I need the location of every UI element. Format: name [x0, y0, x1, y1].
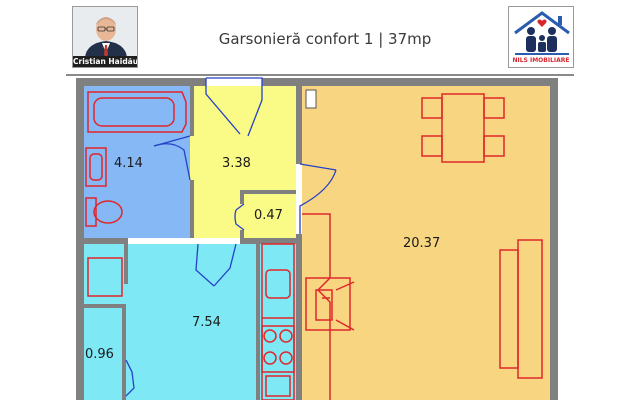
dining-table-icon — [421, 93, 505, 163]
window-icon — [305, 89, 317, 109]
agent-photo: Cristian Haidău — [72, 6, 138, 68]
doors — [125, 77, 337, 397]
page-title: Garsonieră confort 1 | 37mp — [218, 30, 432, 48]
area-label-closet: 0.96 — [85, 347, 114, 362]
area-label-living-room: 20.37 — [403, 236, 440, 251]
brand-logo: NILS IMOBILIARE — [508, 6, 574, 68]
fixtures — [85, 91, 543, 400]
kitchen-counter-icon — [261, 243, 295, 400]
area-label-hallway: 3.38 — [222, 156, 251, 171]
closet-door-icon — [125, 359, 135, 397]
entrance-door-icon — [205, 77, 263, 137]
fridge-icon — [87, 257, 123, 297]
walls — [76, 78, 558, 400]
brand-name: NILS IMOBILIARE — [512, 57, 570, 64]
bathtub-icon — [87, 91, 187, 133]
family-house-icon — [514, 11, 570, 55]
bathroom-door-icon — [153, 135, 191, 181]
area-label-bathroom: 4.14 — [114, 156, 143, 171]
room-living-room — [302, 86, 550, 400]
plan-header: Cristian Haidău Garsonieră confort 1 | 3… — [0, 0, 640, 74]
sofa-icon — [499, 239, 543, 379]
toilet-icon — [85, 197, 123, 227]
area-label-kitchen: 7.54 — [192, 315, 221, 330]
living-room-door-icon — [299, 163, 337, 234]
tv-stand-icon — [302, 213, 355, 400]
sink-icon — [85, 147, 107, 187]
room-closet — [84, 308, 126, 400]
room-storage — [240, 194, 296, 238]
stove-icon — [261, 325, 295, 397]
agent-name: Cristian Haidău — [73, 56, 138, 67]
header-divider — [66, 74, 574, 76]
area-label-storage: 0.47 — [254, 208, 283, 223]
kitchen-door-icon — [195, 243, 237, 287]
storage-door-icon — [234, 203, 245, 231]
